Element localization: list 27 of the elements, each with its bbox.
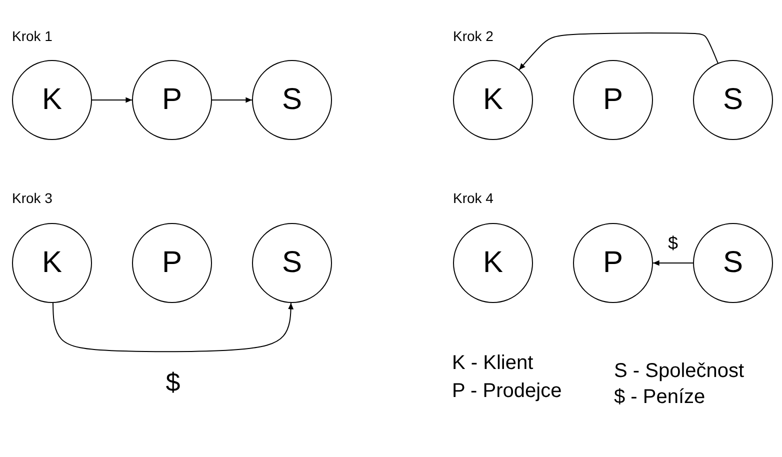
legend-text: S - Společnost (614, 360, 744, 383)
step-heading: Krok 3 (12, 190, 52, 206)
legend-text: P - Prodejce (452, 380, 562, 403)
node-letter: S (722, 246, 743, 280)
node-letter: K (482, 83, 503, 117)
step-heading: Krok 2 (453, 28, 494, 44)
arrow (92, 97, 132, 103)
node-letter: P (162, 83, 182, 117)
node-letter: S (282, 83, 302, 117)
node-letter: K (42, 246, 62, 280)
node-letter: P (162, 246, 182, 280)
step-heading: Krok 1 (12, 28, 52, 44)
arrow (652, 260, 694, 266)
legend-text: $ - Peníze (614, 386, 706, 409)
legend-text: K - Klient (452, 352, 534, 375)
node-letter: S (282, 246, 302, 280)
arrow (52, 302, 294, 352)
arrow (212, 97, 252, 103)
arrow (518, 32, 718, 70)
node-letter: P (602, 246, 623, 280)
edge-label: $ (668, 234, 678, 252)
node-letter: S (722, 83, 743, 117)
node-letter: K (482, 246, 503, 280)
node-letter: P (602, 83, 623, 117)
step-heading: Krok 4 (453, 190, 494, 206)
edge-label: $ (166, 369, 180, 395)
node-letter: K (42, 83, 62, 117)
